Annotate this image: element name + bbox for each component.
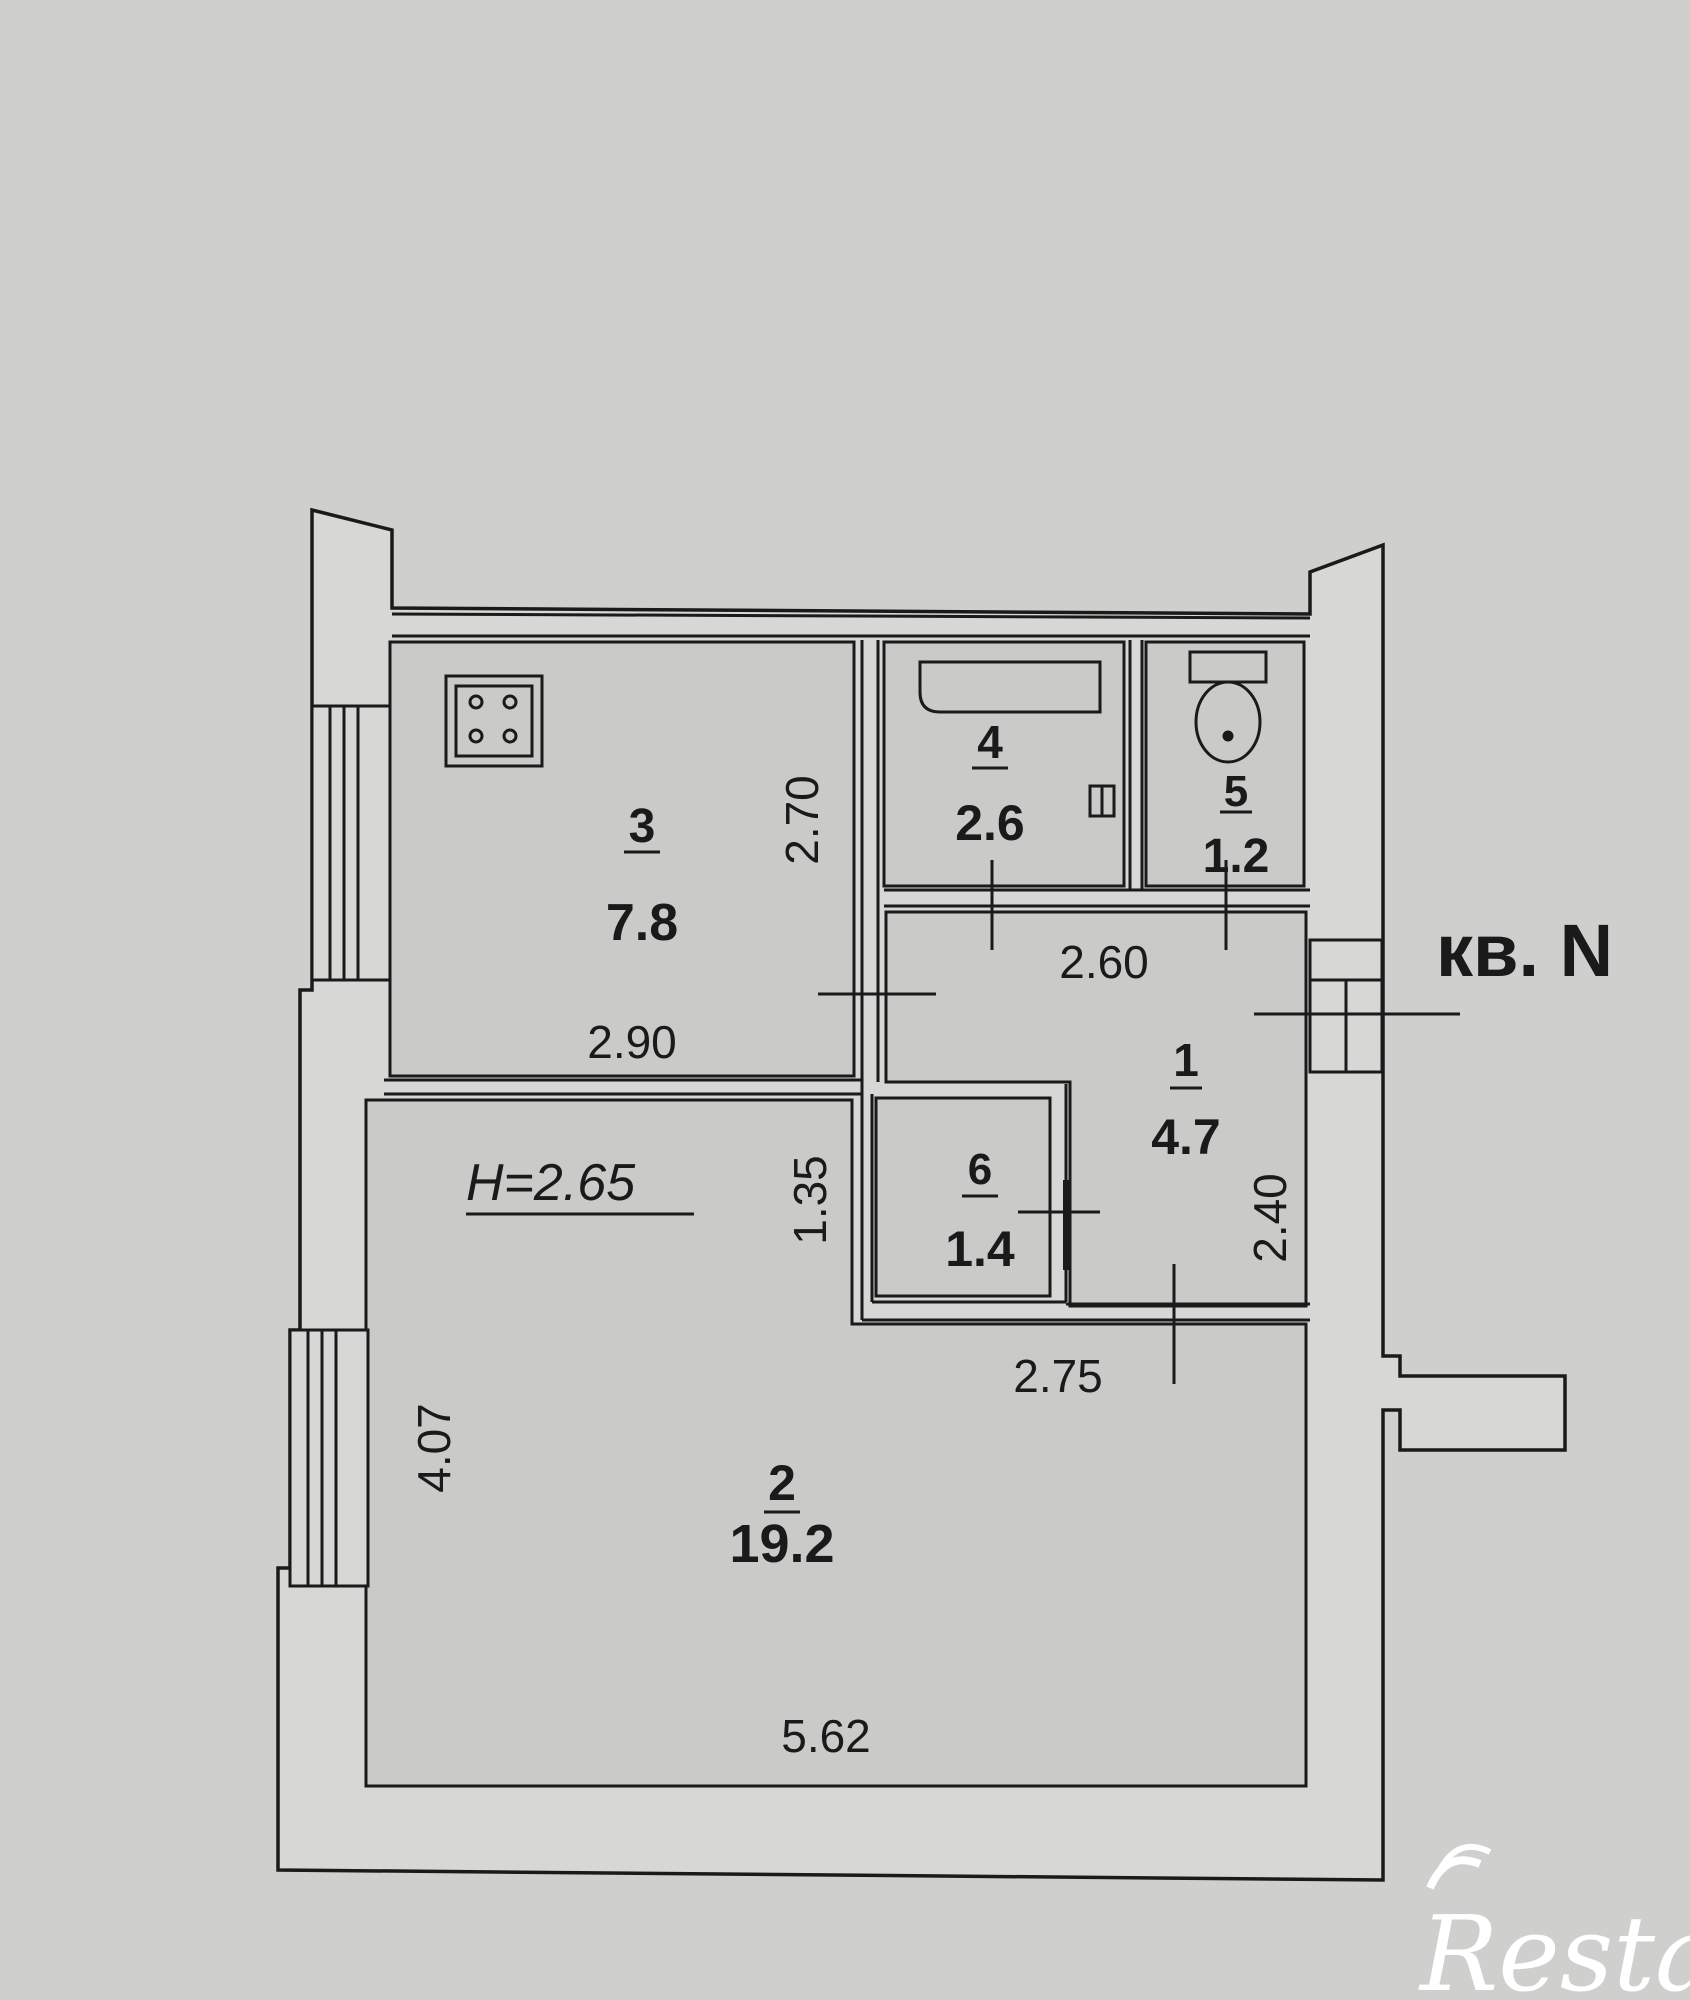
dim-hall-width: 2.60 <box>1059 936 1149 988</box>
room-1-number: 1 <box>1173 1034 1199 1086</box>
room-label-3: 3 7.8 <box>606 800 678 952</box>
room-2-floor <box>364 1098 1308 1788</box>
room-4-number: 4 <box>977 716 1003 768</box>
ceiling-height: H=2.65 <box>466 1154 636 1212</box>
window-living <box>288 1328 370 1588</box>
room-label-6: 6 1.4 <box>945 1145 1015 1277</box>
room-2-area: 19.2 <box>729 1514 834 1574</box>
room-label-1: 1 4.7 <box>1151 1034 1221 1165</box>
room-1-floor <box>884 910 1308 1308</box>
dim-hall-height: 2.40 <box>1244 1173 1296 1263</box>
dim-living-height: 4.07 <box>408 1403 460 1493</box>
partitions <box>384 612 1311 1322</box>
sink-icon <box>1088 784 1116 818</box>
room-6-number: 6 <box>968 1145 992 1194</box>
room-2-number: 2 <box>768 1455 796 1511</box>
restate-logo: Restate <box>1418 1843 1690 2000</box>
room-4-floor <box>882 640 1126 888</box>
room-3-floor <box>388 640 856 1078</box>
dim-living-right-width: 2.75 <box>1013 1350 1103 1402</box>
entry-door <box>1254 938 1460 1074</box>
room-4-area: 2.6 <box>955 795 1025 851</box>
stove-icon <box>444 674 544 768</box>
room-5-number: 5 <box>1224 767 1248 816</box>
room-1-area: 4.7 <box>1151 1109 1221 1165</box>
room-6-area: 1.4 <box>945 1221 1015 1277</box>
dim-living-width: 5.62 <box>781 1710 871 1762</box>
ceiling-height-label: H=2.65 <box>466 1154 694 1216</box>
room-3-area: 7.8 <box>606 894 678 952</box>
door-marks <box>818 860 1228 1384</box>
room-5-area: 1.2 <box>1203 830 1270 883</box>
dim-closet-height: 1.35 <box>784 1155 836 1245</box>
apartment-label: кв. N <box>1436 909 1613 992</box>
room-label-5: 5 1.2 <box>1203 767 1270 883</box>
room-3-number: 3 <box>629 800 656 853</box>
dim-kitchen-width: 2.90 <box>587 1016 677 1068</box>
watermark-text: Restate <box>1418 1893 1690 2000</box>
dimension-labels: 2.70 2.90 2.60 2.40 1.35 2.75 4.07 5.62 <box>408 775 1296 1762</box>
dim-kitchen-height: 2.70 <box>776 775 828 865</box>
room-floors <box>364 640 1308 1788</box>
toilet-icon <box>1188 650 1268 764</box>
room-label-4: 4 2.6 <box>955 716 1025 851</box>
window-kitchen <box>310 704 392 982</box>
room-label-2: 2 19.2 <box>729 1455 834 1574</box>
bathtub-icon <box>918 660 1102 714</box>
